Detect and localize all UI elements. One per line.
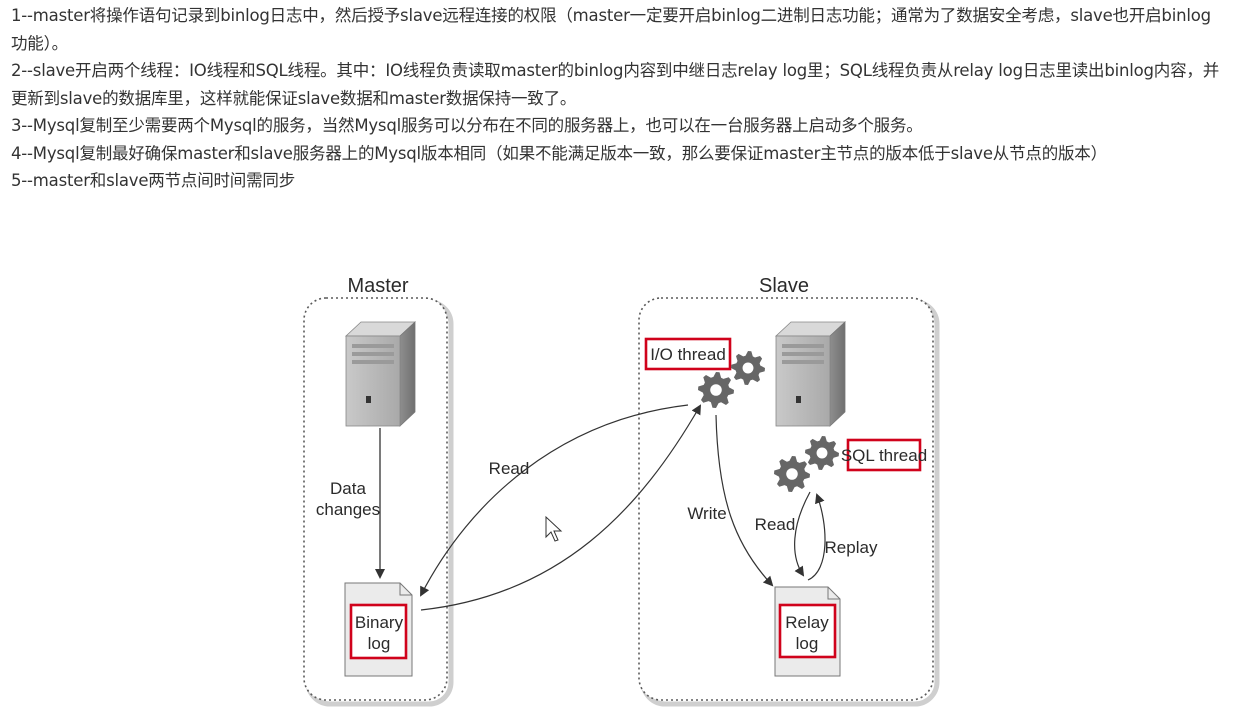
paragraph-5: 5--master和slave两节点间时间需同步 [11, 171, 295, 190]
master-title: Master [347, 275, 408, 297]
mouse-cursor-icon [545, 515, 563, 542]
relay-log-label-1: Relay [785, 613, 829, 632]
article-text: 1--master将操作语句记录到binlog日志中，然后授予slave远程连接… [11, 2, 1226, 195]
gear-icon [774, 456, 810, 492]
slave-title: Slave [759, 275, 809, 297]
gear-icon [698, 372, 734, 408]
paragraph-1: 1--master将操作语句记录到binlog日志中，然后授予slave远程连接… [11, 6, 1211, 53]
data-changes-label-1: Data [330, 479, 366, 498]
binary-log-icon: Binary log [344, 582, 413, 677]
master-server-icon [344, 321, 417, 427]
replay-label: Replay [825, 538, 878, 557]
gears [698, 351, 839, 492]
slave-server-icon [774, 321, 847, 427]
write-label: Write [687, 504, 726, 523]
gear-icon [805, 436, 839, 470]
binary-log-label-1: Binary [355, 613, 404, 632]
relay-log-label-2: log [796, 634, 819, 653]
gear-icon [731, 351, 765, 385]
relay-log-icon: Relay log [774, 586, 841, 677]
io-thread-label: I/O thread [650, 345, 726, 364]
slave-read-label: Read [755, 515, 796, 534]
paragraph-2: 2--slave开启两个线程：IO线程和SQL线程。其中：IO线程负责读取mas… [11, 61, 1220, 108]
sql-thread-label: SQL thread [841, 446, 927, 465]
read-label: Read [489, 459, 530, 478]
binary-log-label-2: log [368, 634, 391, 653]
data-changes-label-2: changes [316, 500, 380, 519]
paragraph-4: 4--Mysql复制最好确保master和slave服务器上的Mysql版本相同… [11, 143, 1107, 163]
paragraph-3: 3--Mysql复制至少需要两个Mysql的服务，当然Mysql服务可以分布在不… [11, 116, 923, 135]
